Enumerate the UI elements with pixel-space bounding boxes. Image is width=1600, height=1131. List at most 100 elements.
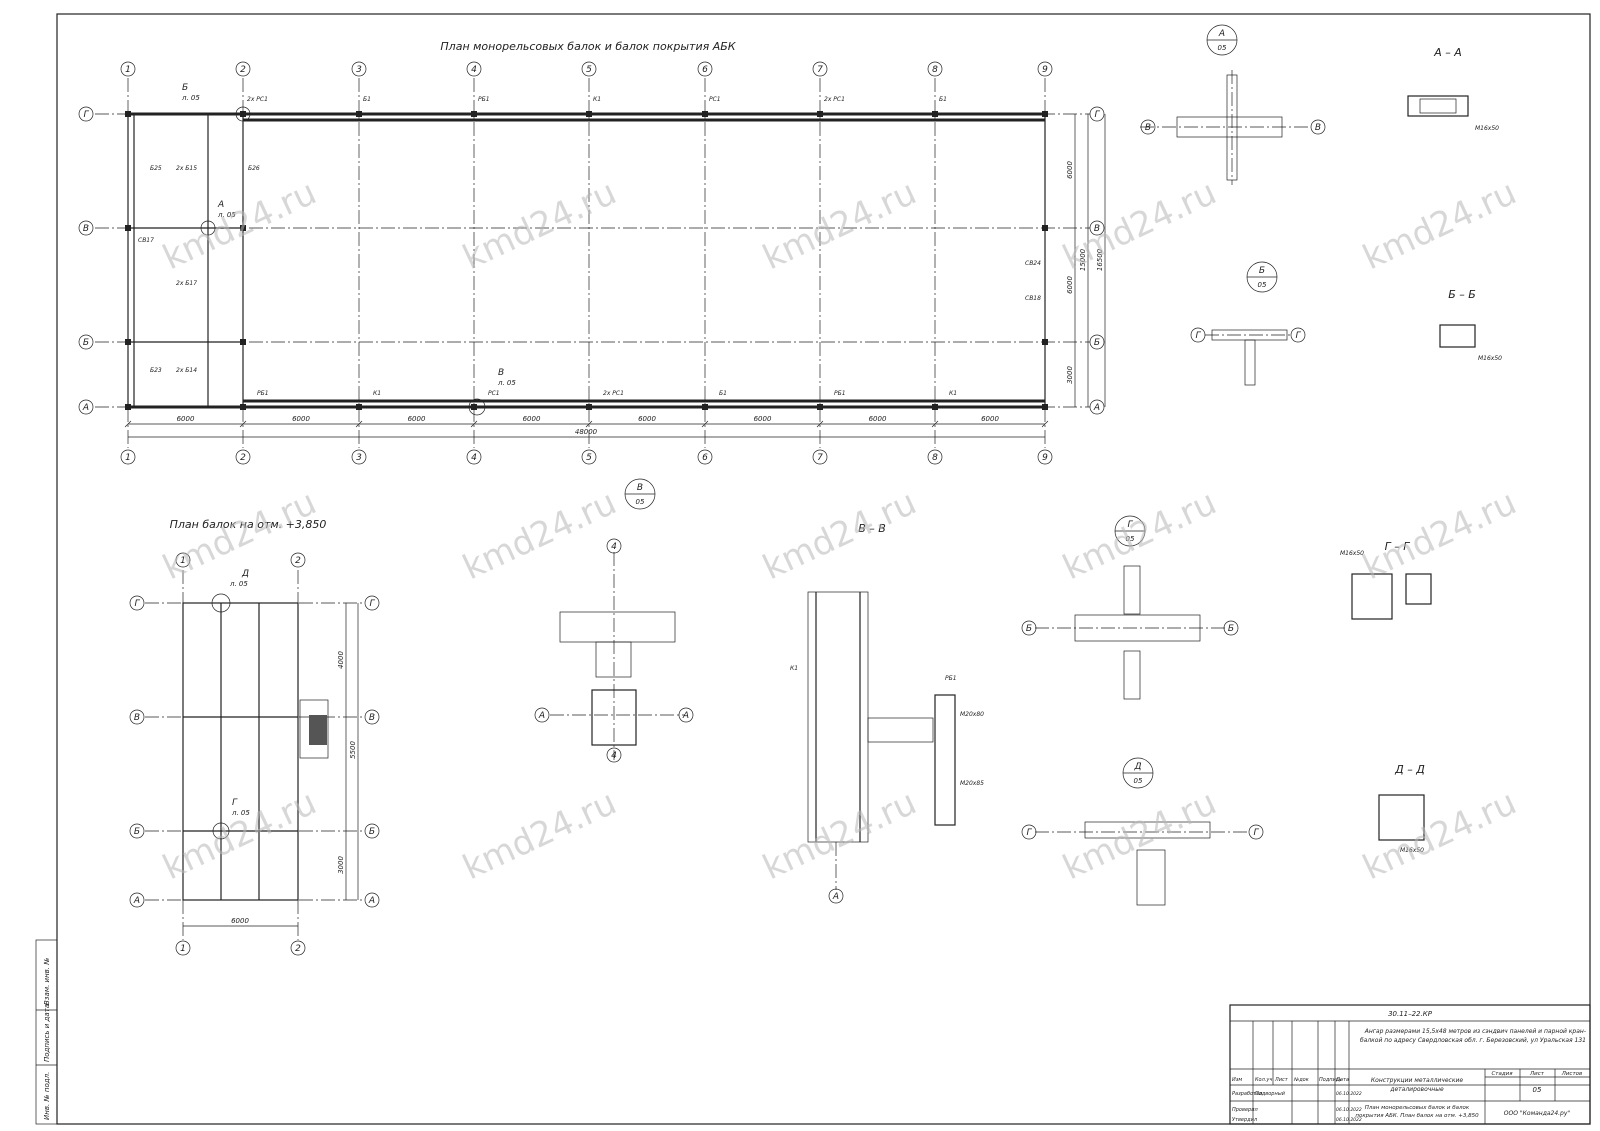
column-marker-4-1 xyxy=(471,404,477,410)
column-marker-7-0 xyxy=(817,111,823,117)
detail-d-post xyxy=(1136,849,1166,906)
row-right-label-3: А xyxy=(1093,403,1100,413)
lp-dim-c: 3000 xyxy=(337,856,345,874)
detail-g-axis-right xyxy=(1223,620,1239,636)
watermark-2: kmd24.ru xyxy=(757,173,923,279)
axis-bottom-marker-7 xyxy=(812,449,828,465)
section-vv-rb1: РБ1 xyxy=(945,675,957,682)
leader-sb18: СВ18 xyxy=(1025,295,1041,302)
lp-axis-2-top-label: 2 xyxy=(295,556,301,566)
axis-bottom-label-5: 5 xyxy=(586,453,592,463)
axis-top-marker-6 xyxy=(697,61,713,77)
callout-b-letter: Б xyxy=(182,83,188,93)
lp-row-left-label-1: В xyxy=(134,713,140,723)
axis-top-label-4: 4 xyxy=(471,65,477,75)
dim-right-overall: 16500 xyxy=(1096,248,1104,271)
column-marker-7-1 xyxy=(817,404,823,410)
stamp-code: 30.11–22.КР xyxy=(1388,1010,1433,1018)
detail-g-callout-sheet: 05 xyxy=(1126,535,1135,543)
stamp-h-kol: Кол.уч xyxy=(1255,1077,1272,1083)
row-left-marker-2 xyxy=(78,334,94,350)
lp-row-right-2 xyxy=(364,823,380,839)
section-vv-column xyxy=(807,591,869,843)
axis-top-label-3: 3 xyxy=(356,65,362,75)
axis-top-label-9: 9 xyxy=(1042,65,1048,75)
column-marker-3-0 xyxy=(356,111,362,117)
leader-bottom-3: РС1 xyxy=(488,390,500,397)
stamp-sheet-title: План монорельсовых балок и балок покрыти… xyxy=(1355,1105,1479,1119)
side-label-3: Инв. № подл. xyxy=(43,1072,51,1120)
leader-2xb14: 2х Б14 xyxy=(176,367,197,374)
leader-top-4: К1 xyxy=(593,96,601,103)
axis-top-marker-4 xyxy=(466,61,482,77)
row-left-label-3: А xyxy=(82,403,89,413)
lp-row-right-label-2: Б xyxy=(369,827,375,837)
dim-tick-6 xyxy=(701,420,709,428)
detail-v-beam xyxy=(559,611,676,643)
section-gg-shape-1 xyxy=(1351,573,1393,620)
column-marker-mid-1-2 xyxy=(1042,339,1048,345)
column-marker-5-0 xyxy=(586,111,592,117)
detail-d-axis-left xyxy=(1021,824,1037,840)
callout-v-sheet: л. 05 xyxy=(497,379,516,387)
detail-b-callout-letter: Б xyxy=(1259,266,1265,276)
row-left-marker-1 xyxy=(78,220,94,236)
axis-top-marker-8 xyxy=(927,61,943,77)
detail-v-callout-sheet: 05 xyxy=(636,498,645,506)
row-right-label-0: Г xyxy=(1094,110,1100,120)
watermark-9: kmd24.ru xyxy=(1357,483,1523,589)
stamp-frame xyxy=(1229,1004,1591,1125)
axis-bottom-label-8: 8 xyxy=(932,453,938,463)
callout-marker-g[interactable] xyxy=(212,822,230,840)
callout-marker-b[interactable] xyxy=(235,106,251,122)
dim-bottom-label-3: 6000 xyxy=(408,415,426,423)
lp-row-right-label-0: Г xyxy=(369,599,375,609)
detail-b-axis-right xyxy=(1290,327,1306,343)
column-marker-3-1 xyxy=(356,404,362,410)
column-marker-4-0 xyxy=(471,111,477,117)
axis-top-marker-9 xyxy=(1037,61,1053,77)
row-left-marker-3 xyxy=(78,399,94,415)
row-left-label-0: Г xyxy=(83,110,89,120)
lp-axis-2-bottom xyxy=(290,940,306,956)
detail-b-axis-left-label: Г xyxy=(1195,331,1201,341)
section-vv-axis-label: А xyxy=(832,892,839,902)
detail-d-axis-right-label: Г xyxy=(1253,828,1259,838)
lp-row-left-1 xyxy=(129,709,145,725)
stamp-project-box: Ангар размерами 15,5х48 метров из сэндви… xyxy=(1359,1028,1586,1044)
column-marker-8-1 xyxy=(932,404,938,410)
detail-b-beam-v xyxy=(1244,339,1256,386)
left-side-strip: Взам. инв. № Подпись и дата Инв. № подл. xyxy=(35,939,58,1125)
leader-top-5: РС1 xyxy=(709,96,721,103)
watermark-0: kmd24.ru xyxy=(157,173,323,279)
leader-b25: Б25 xyxy=(150,165,162,172)
column-marker-mid-1-1 xyxy=(240,339,246,345)
detail-b: Б 05 Г Г Б – Б М16х50 xyxy=(1190,261,1502,386)
section-bb-shape xyxy=(1439,324,1476,348)
detail-g-axis-right-label: Б xyxy=(1228,624,1234,634)
dim-tick-2 xyxy=(239,420,247,428)
callout-marker-v[interactable] xyxy=(468,398,486,416)
stamp-project: Ангар размерами 15,5х48 метров из сэндви… xyxy=(1359,1028,1586,1044)
detail-g: Г 05 Б Б Г – Г М16х50 xyxy=(1021,515,1432,700)
detail-v-axis-bottom-label: 4 xyxy=(611,751,617,761)
column-marker-6-1 xyxy=(702,404,708,410)
section-gg-shape-2 xyxy=(1405,573,1432,605)
detail-b-callout-sheet: 05 xyxy=(1258,281,1267,289)
axis-bottom-marker-9 xyxy=(1037,449,1053,465)
section-dd-shape xyxy=(1378,794,1425,841)
lp-axis-2-bottom-label: 2 xyxy=(295,944,301,954)
callout-g-sheet: л. 05 xyxy=(231,809,250,817)
axis-top-label-5: 5 xyxy=(586,65,592,75)
callout-marker-d[interactable] xyxy=(211,593,231,613)
lp-row-left-2 xyxy=(129,823,145,839)
callout-marker-a[interactable] xyxy=(200,220,216,236)
detail-g-axis-left-label: Б xyxy=(1026,624,1032,634)
detail-d-axis-left-label: Г xyxy=(1026,828,1032,838)
axis-bottom-label-9: 9 xyxy=(1042,453,1048,463)
watermark-5: kmd24.ru xyxy=(157,483,323,589)
sheet-frame xyxy=(56,13,1591,1125)
leader-bottom-6: РБ1 xyxy=(834,390,846,397)
axis-bottom-label-3: 3 xyxy=(356,453,362,463)
lp-row-left-0 xyxy=(129,595,145,611)
